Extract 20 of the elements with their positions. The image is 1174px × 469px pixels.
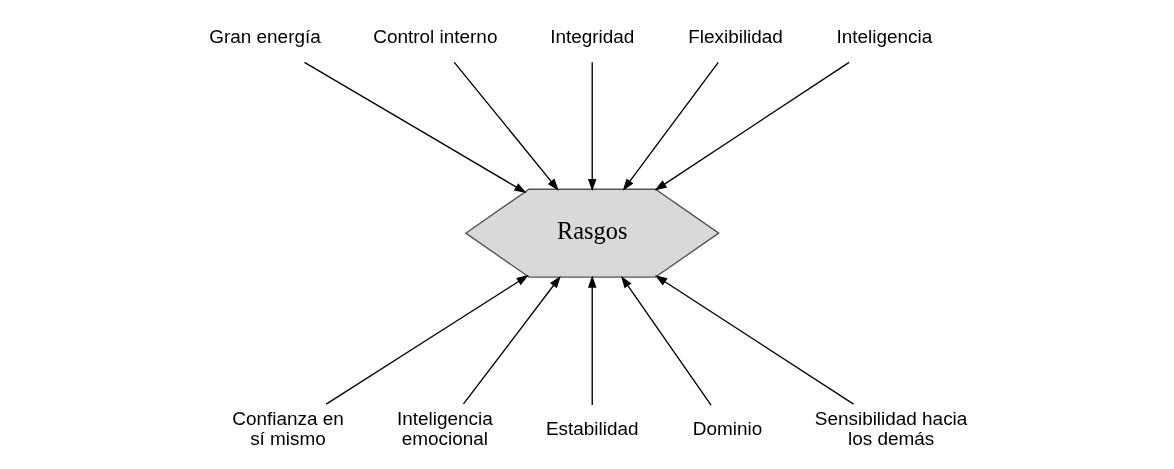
node-text: Integridad: [549, 25, 634, 47]
arrow: [303, 61, 527, 194]
node-text: Confianza en sí mismo: [231, 407, 344, 450]
node-text: Flexibilidad: [687, 25, 783, 47]
node-text: Gran energía: [208, 25, 321, 47]
node-text: Dominio: [692, 417, 762, 439]
arrow: [587, 275, 596, 406]
arrow: [462, 275, 561, 405]
node-text: Sensibilidad hacia los demás: [814, 407, 967, 450]
arrow: [654, 275, 854, 405]
arrow: [622, 61, 719, 191]
arrow: [325, 275, 529, 405]
node-text: Inteligencia emocional: [396, 407, 493, 450]
arrow: [654, 61, 850, 191]
node-text: Control interno: [372, 25, 497, 47]
node-text: Inteligencia: [835, 25, 932, 47]
node-text: Estabilidad: [545, 417, 639, 439]
arrow: [620, 275, 712, 406]
arrow: [587, 61, 596, 192]
arrow: [453, 61, 559, 191]
